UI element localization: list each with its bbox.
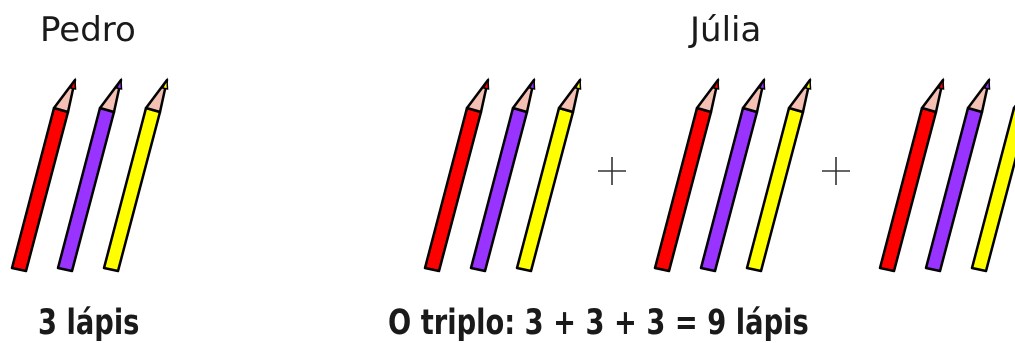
red-pencil-icon — [878, 77, 945, 273]
red-pencil-icon — [10, 77, 77, 273]
plus-sign — [822, 157, 850, 185]
purple-pencil-icon — [469, 77, 536, 273]
yellow-pencil-icon — [515, 77, 582, 273]
red-pencil-icon — [653, 77, 720, 273]
yellow-pencil-icon — [745, 77, 812, 273]
red-pencil-icon — [423, 77, 490, 273]
purple-pencil-icon — [924, 77, 991, 273]
pedro-caption: 3 lápis — [38, 303, 140, 343]
julia-name: Júlia — [690, 10, 762, 50]
pedro-name: Pedro — [40, 10, 136, 50]
plus-sign — [598, 157, 626, 185]
julia-caption: O triplo: 3 + 3 + 3 = 9 lápis — [388, 303, 809, 343]
yellow-pencil-icon — [102, 77, 169, 273]
purple-pencil-icon — [56, 77, 123, 273]
purple-pencil-icon — [699, 77, 766, 273]
